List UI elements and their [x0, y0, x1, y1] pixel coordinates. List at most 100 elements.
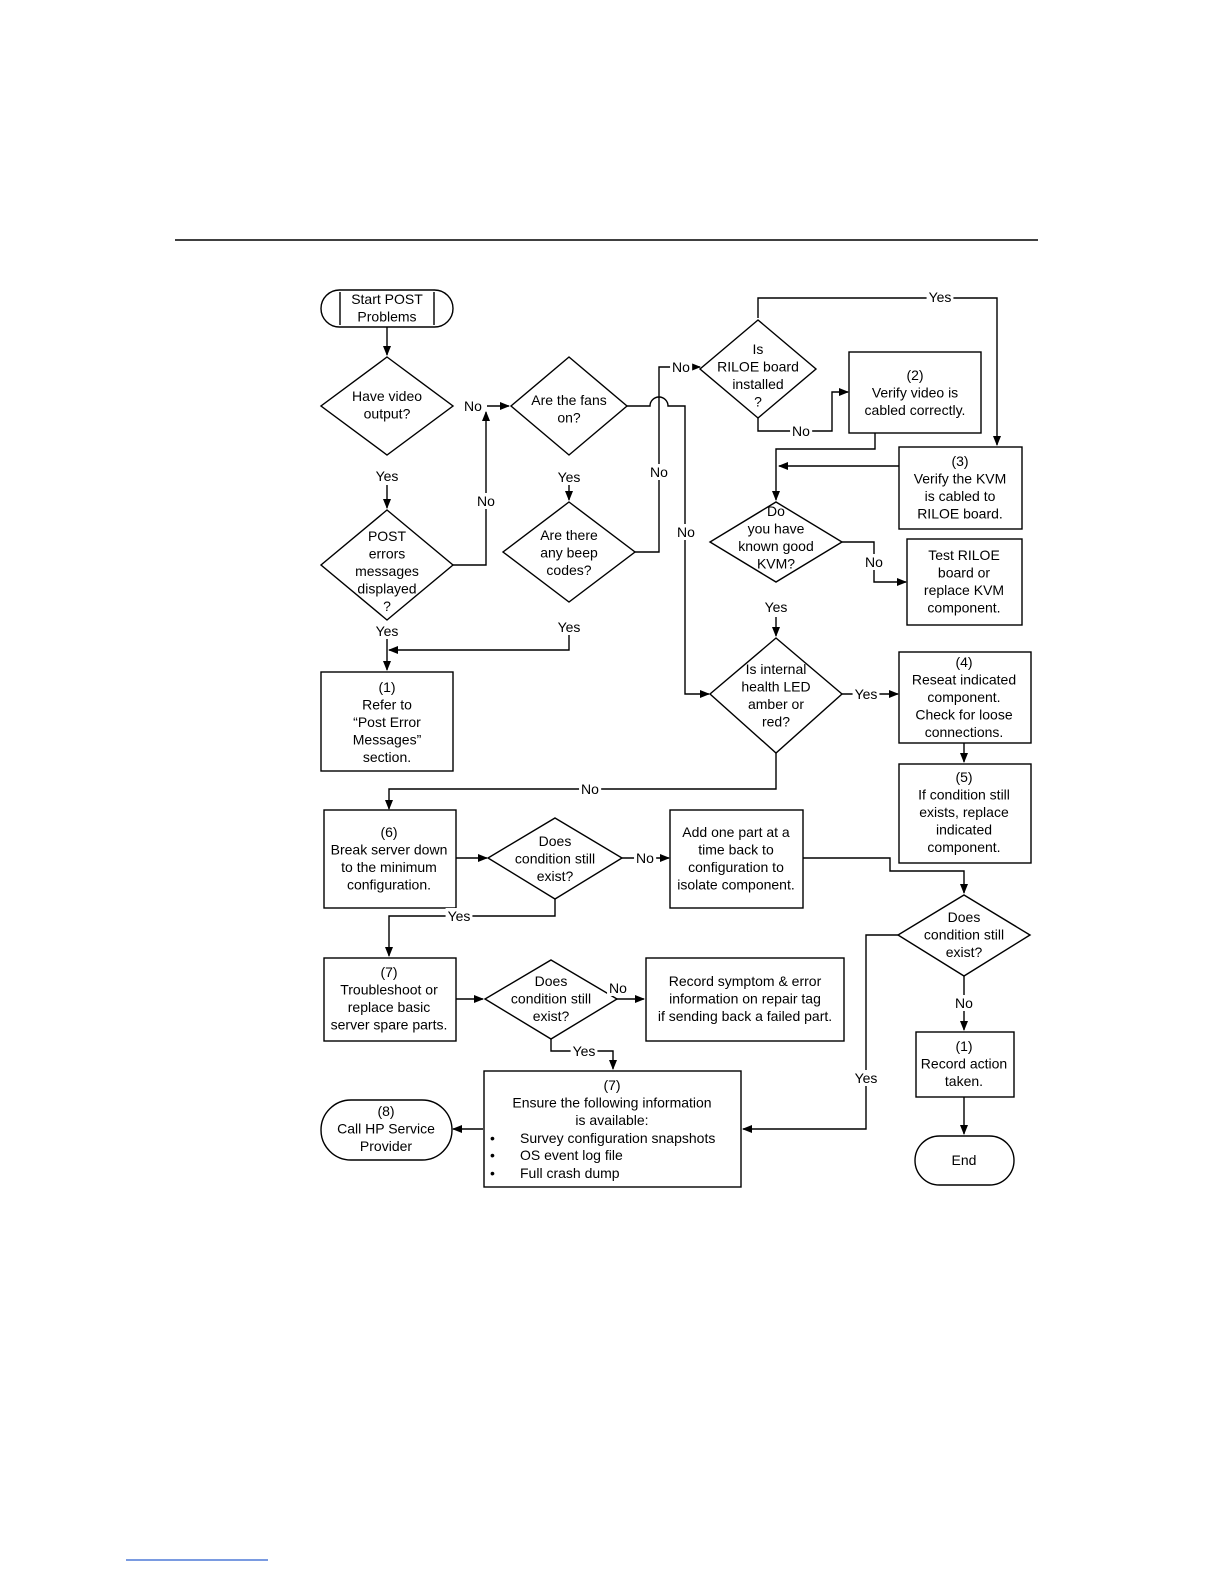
edge-labels: No Yes No Yes Yes No No Yes No Yes No No… [373, 289, 976, 1086]
node-text-line: Are the fans [531, 392, 607, 408]
node-text-line: you have [748, 521, 805, 537]
edge-fans-no [627, 396, 710, 698]
node-text-line: exist? [537, 868, 574, 884]
label-kvm-no: No [865, 554, 883, 570]
node-text-line: time back to [698, 842, 774, 858]
edge-verify2-kvm [772, 433, 876, 501]
node-text-line: ? [754, 394, 762, 410]
label-fans-yes: Yes [558, 469, 581, 485]
node-text-line: (1) [378, 679, 395, 695]
process-record-symptom [645, 957, 845, 1042]
node-text-line: KVM? [757, 556, 795, 572]
node-text-line: Start POST [351, 291, 423, 307]
node-text-line: (7) [380, 964, 397, 980]
flowchart-shapes [319, 289, 1032, 1188]
process-ensure-information [483, 1070, 742, 1188]
edge-label-background [634, 850, 657, 866]
edge-label-background [555, 619, 583, 635]
label-beep-yes: Yes [558, 619, 581, 635]
decision-condition-a [486, 817, 624, 900]
label-fans-no: No [677, 524, 695, 540]
edge-label-background [462, 398, 485, 414]
edge-label-background [670, 359, 693, 375]
process-troubleshoot-parts [323, 957, 457, 1042]
edge-addpart-condc [803, 857, 968, 894]
bullet-item: Survey configuration snapshots [520, 1130, 715, 1146]
node-text-line: section. [363, 749, 411, 765]
decision-condition-b [483, 959, 619, 1040]
label-health-yes: Yes [855, 686, 878, 702]
edge-label-background [852, 686, 880, 702]
node-text-line: component. [927, 839, 1000, 855]
node-text-line: ? [383, 598, 391, 614]
process-break-server-down [323, 809, 457, 909]
process-record-action [915, 1031, 1015, 1098]
node-text-line: Break server down [331, 842, 448, 858]
node-text-line: Check for loose [915, 707, 1012, 723]
node-text-line: “Post Error [353, 714, 421, 730]
bullet-mark: • [490, 1165, 495, 1181]
node-text-line: component. [927, 689, 1000, 705]
process-test-riloe [906, 538, 1023, 626]
node-text-line: red? [762, 714, 790, 730]
edge-riloe-no [757, 388, 849, 432]
decision-video-output [319, 356, 455, 456]
node-text-line: Do [767, 503, 785, 519]
node-text-line: health LED [741, 679, 810, 695]
process-reseat-component [898, 651, 1032, 744]
edge-label-background [579, 781, 602, 797]
label-kvm-yes: Yes [765, 599, 788, 615]
decision-post-errors [319, 509, 455, 621]
node-text-line: (6) [380, 824, 397, 840]
node-text-line: is cabled to [925, 488, 996, 504]
decision-riloe-installed [698, 319, 818, 419]
edge-beep-yes [388, 634, 570, 654]
node-text-line: replace KVM [924, 582, 1004, 598]
node-text-line: replace basic [348, 999, 431, 1015]
node-text-line: taken. [945, 1073, 983, 1089]
node-text-line: Refer to [362, 697, 412, 713]
node-text-line: displayed [357, 581, 416, 597]
node-text-line: exist? [946, 944, 983, 960]
process-add-one-part [669, 809, 804, 909]
node-text-line: output? [364, 406, 411, 422]
node-text-line: Record symptom & error [669, 973, 822, 989]
node-text-line: amber or [748, 696, 804, 712]
edge-label-background [953, 995, 976, 1011]
node-text-line: (3) [951, 453, 968, 469]
node-end-text: End [952, 1152, 977, 1168]
node-text-line: is available: [575, 1112, 648, 1128]
node-text-line: Provider [360, 1138, 412, 1154]
decision-health-led [708, 637, 844, 754]
decision-condition-c [896, 894, 1032, 977]
node-text-line: isolate component. [677, 877, 795, 893]
label-riloe-no-in: No [672, 359, 690, 375]
label-condc-yes: Yes [855, 1070, 878, 1086]
node-text-line: Reseat indicated [912, 672, 1016, 688]
edge-label-background [852, 1070, 880, 1086]
node-text-line: configuration. [347, 877, 431, 893]
node-text-line: configuration to [688, 859, 784, 875]
node-text-line: Have video [352, 388, 422, 404]
node-text-line: errors [369, 546, 406, 562]
node-text-line: cabled correctly. [865, 402, 966, 418]
node-text-line: Ensure the following information [512, 1095, 711, 1111]
label-video-yes: Yes [376, 468, 399, 484]
node-text-line: Call HP Service [337, 1121, 435, 1137]
terminator-end [914, 1135, 1015, 1186]
